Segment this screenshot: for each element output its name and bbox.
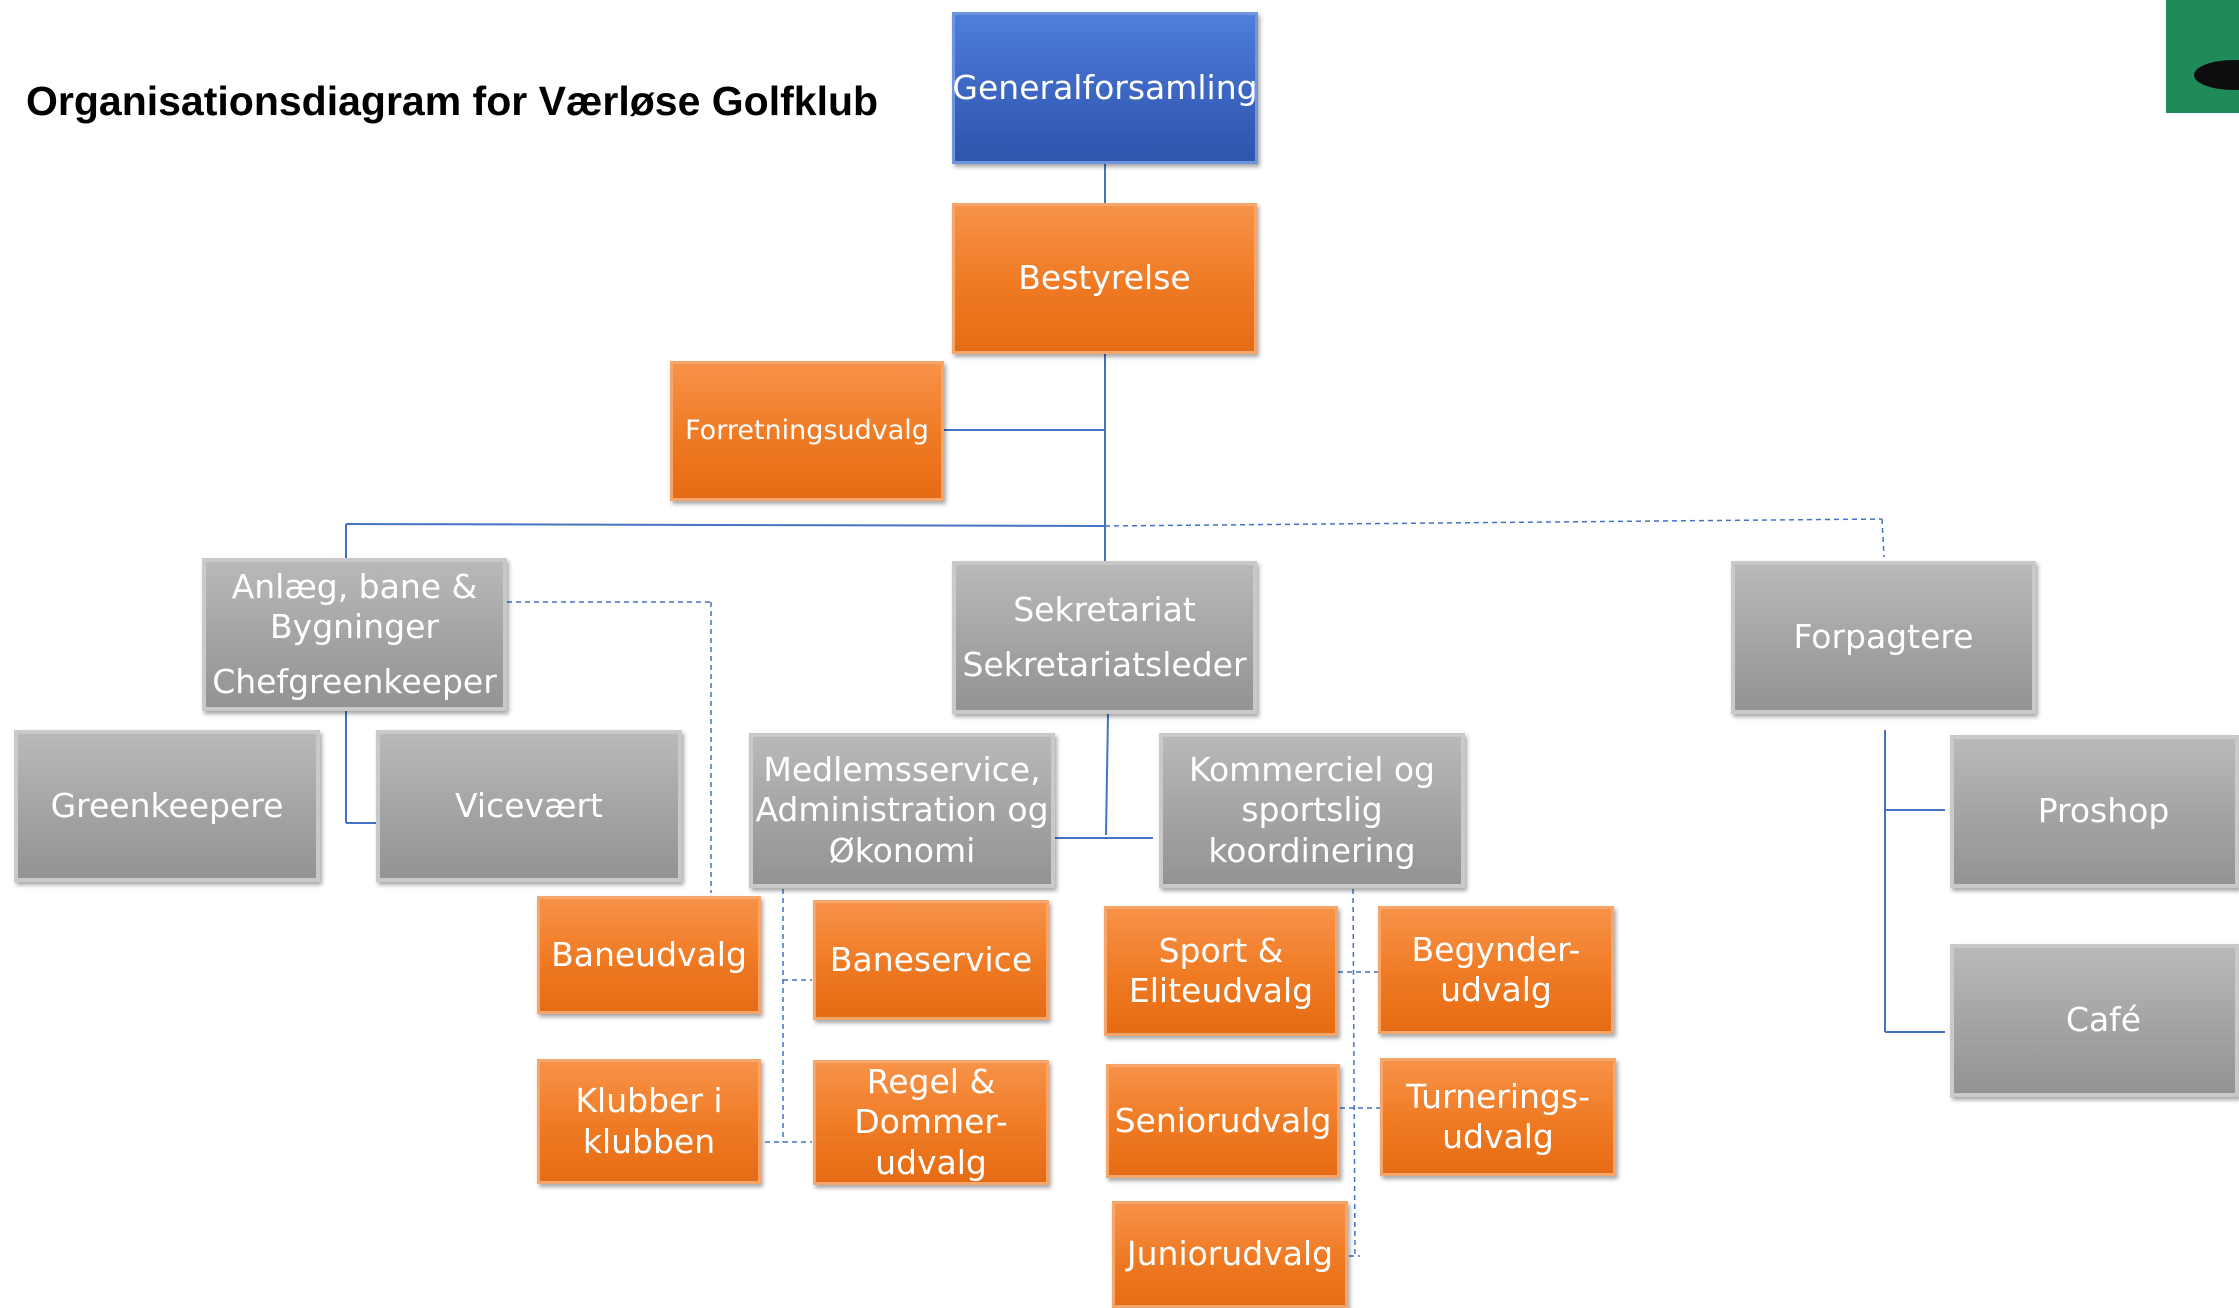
node-bestyrelse: Bestyrelse (952, 203, 1257, 354)
node-greenkeepere: Greenkeepere (14, 730, 320, 882)
node-klubber-line1: Klubber i (575, 1081, 723, 1121)
node-kommerciel: Kommerciel og sportslig koordinering (1159, 733, 1465, 888)
node-regel-line1: Regel & (866, 1062, 996, 1102)
node-medlemsservice: Medlemsservice, Administration og Økonom… (749, 733, 1055, 888)
node-baneudvalg: Baneudvalg (537, 896, 761, 1014)
node-sekretariat-line1: Sekretariat (1013, 590, 1196, 630)
node-vicevaert-label: Vicevært (455, 785, 603, 825)
node-regel-line3: udvalg (875, 1142, 987, 1182)
connector-horizontal-left (345, 523, 1106, 527)
connector-sekretariat-down (1105, 713, 1109, 836)
node-klubber-i-klubben: Klubber i klubben (537, 1059, 761, 1184)
node-turneringsudvalg: Turnerings- udvalg (1380, 1058, 1616, 1176)
node-baneudvalg-label: Baneudvalg (551, 934, 747, 974)
node-medlemsservice-line1: Medlemsservice, (763, 750, 1041, 790)
node-juniorudvalg: Juniorudvalg (1112, 1201, 1348, 1308)
node-senior-label: Seniorudvalg (1114, 1100, 1332, 1140)
node-klubber-line2: klubben (582, 1121, 716, 1161)
connector-dashed-forpagtere-v (1881, 518, 1885, 558)
node-cafe: Café (1950, 944, 2239, 1097)
node-turnerings-line2: udvalg (1442, 1117, 1554, 1156)
node-cafe-label: Café (2065, 1000, 2142, 1040)
node-begynder-line1: Begynder- (1411, 929, 1581, 969)
node-generalforsamling-label: Generalforsamling (952, 67, 1258, 107)
node-baneservice: Baneservice (813, 900, 1049, 1020)
node-vicevaert: Vicevært (376, 730, 682, 882)
node-medlemsservice-line2: Administration og (755, 790, 1049, 830)
node-regel-line2: Dommer- (854, 1102, 1008, 1142)
node-proshop-label: Proshop (2037, 791, 2170, 831)
node-begynder-line2: udvalg (1440, 970, 1552, 1009)
node-anlaeg-bane-bygninger: Anlæg, bane & Bygninger Chefgreenkeeper (202, 558, 507, 711)
node-anlaeg-line3: Chefgreenkeeper (212, 661, 497, 701)
node-kommerciel-line3: koordinering (1208, 830, 1416, 870)
node-forretningsudvalg-label: Forretningsudvalg (685, 414, 929, 446)
node-forretningsudvalg: Forretningsudvalg (670, 361, 944, 501)
node-senioruvalg: Seniorudvalg (1106, 1064, 1340, 1178)
node-sport-line1: Sport & (1158, 930, 1284, 970)
node-anlaeg-line2: Bygninger (270, 607, 439, 647)
node-medlemsservice-line3: Økonomi (828, 830, 976, 870)
node-greenkeepere-label: Greenkeepere (50, 785, 284, 825)
club-logo (2166, 0, 2239, 113)
diagram-title: Organisationsdiagram for Værløse Golfklu… (26, 78, 879, 124)
node-forpagtere-label: Forpagtere (1793, 617, 1974, 657)
node-sport-eliteudvalg: Sport & Eliteudvalg (1104, 906, 1338, 1036)
node-sekretariat-line2: Sekretariatsleder (962, 644, 1247, 684)
node-kommerciel-line2: sportslig (1241, 790, 1383, 830)
golf-hole-icon (2194, 60, 2239, 90)
connector-dashed-forpagtere-h (1104, 518, 1883, 527)
node-anlaeg-line1: Anlæg, bane & (231, 567, 478, 607)
node-proshop: Proshop (1950, 735, 2239, 888)
connector-dashed-kommerciel-v (1352, 888, 1356, 1257)
node-kommerciel-line1: Kommerciel og (1188, 750, 1436, 790)
node-begynderudvalg: Begynder- udvalg (1378, 906, 1614, 1034)
node-generalforsamling: Generalforsamling (952, 12, 1258, 164)
node-forpagtere: Forpagtere (1731, 561, 2036, 714)
node-sport-line2: Eliteudvalg (1128, 971, 1314, 1010)
node-junior-label: Juniorudvalg (1126, 1234, 1334, 1274)
node-regel-dommerudvalg: Regel & Dommer- udvalg (813, 1060, 1049, 1185)
node-baneservice-label: Baneservice (829, 939, 1033, 979)
node-turnerings-line1: Turnerings- (1406, 1076, 1590, 1116)
node-bestyrelse-label: Bestyrelse (1018, 258, 1191, 298)
node-sekretariat: Sekretariat Sekretariatsleder (952, 561, 1257, 714)
